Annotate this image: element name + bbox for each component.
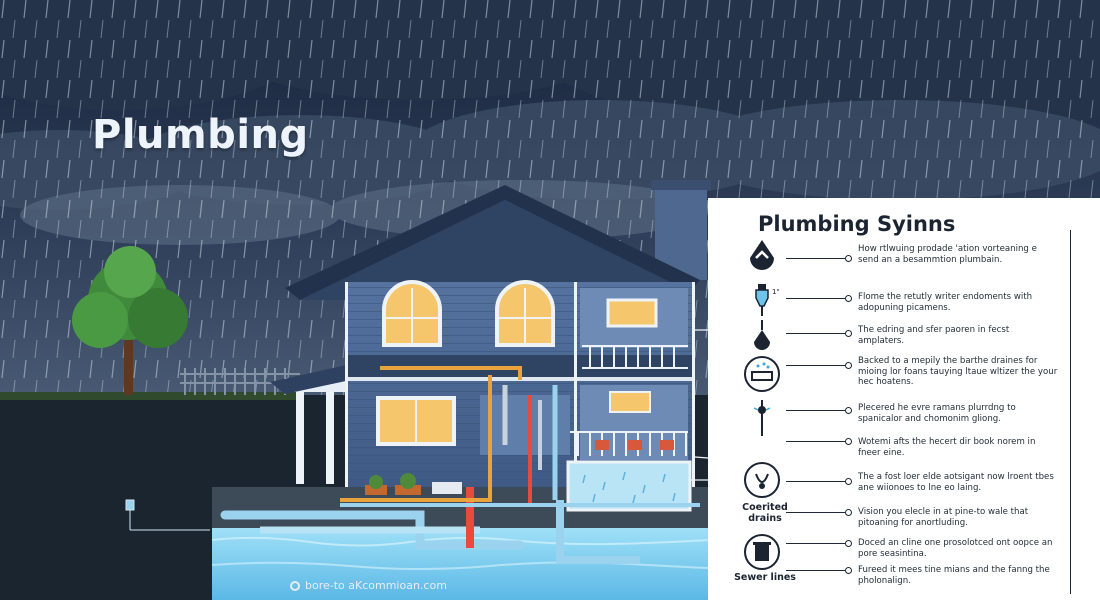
water-drop-icon (742, 236, 782, 276)
entry-text: The edring and sfer paoren in fecst ampl… (858, 325, 1010, 346)
entry-text: Wotemi afts the hecert dir book norem in… (858, 437, 1036, 458)
tank-rain (582, 471, 676, 504)
yard-drain-pipe (125, 499, 210, 531)
drain-icon (742, 460, 782, 500)
upper-window-right (495, 280, 555, 347)
lower-window (376, 396, 456, 446)
copyright-logo-icon (290, 580, 300, 591)
connector-line (786, 255, 852, 262)
connector-line (786, 438, 852, 445)
connector-line (786, 509, 852, 516)
entry-text: Doced an cline one prosolotced ont oopce… (858, 538, 1053, 559)
connector-line (786, 362, 852, 369)
info-panel: Plumbing Syinns 1" Coerited drains Sewer… (708, 198, 1100, 600)
porch (270, 362, 360, 484)
bathtub-icon (742, 354, 782, 394)
credit-text: bore-to aKcommioan.com (305, 579, 447, 592)
sewer-icon-label: Sewer lines (734, 572, 796, 583)
page-title: Plumbing (92, 112, 309, 158)
entry-text: Plecered he evre ramans plurrdng to span… (858, 403, 1016, 424)
credit-footer: bore-to aKcommioan.com (290, 579, 447, 592)
entry-text: Flome the retutly writer endoments with … (858, 292, 1033, 313)
entry-text: Vision you elecle in at pine-to wale tha… (858, 507, 1029, 528)
entry-text: Backed to a mepily the barthe draines fo… (858, 356, 1058, 387)
upper-window-left (382, 280, 442, 347)
panel-right-rule (1070, 230, 1071, 594)
entry-text: How rtlwuing prodade 'ation vorteaning e… (858, 244, 1037, 265)
shower-valve-icon (742, 398, 782, 438)
house-pipes (340, 366, 700, 507)
sewer-bin-icon (742, 532, 782, 572)
upper-balcony-railing (582, 345, 688, 369)
panel-title: Plumbing Syinns (758, 212, 956, 236)
connector-line (786, 567, 852, 574)
tree (72, 246, 188, 395)
svg-text:1": 1" (772, 288, 780, 296)
connector-line (786, 330, 852, 337)
drains-icon-label: Coerited drains (742, 502, 788, 524)
faucet-icon: 1" (742, 280, 782, 320)
house (285, 180, 711, 512)
entry-text: Fureed it mees tine mians and the fanng … (858, 565, 1050, 586)
entry-text: The a fost loer elde aotsigant now lroen… (858, 472, 1054, 493)
connector-line (786, 295, 852, 302)
connector-line (786, 407, 852, 414)
drop-valve-icon (742, 318, 782, 358)
connector-line (786, 478, 852, 485)
connector-line (786, 540, 852, 547)
